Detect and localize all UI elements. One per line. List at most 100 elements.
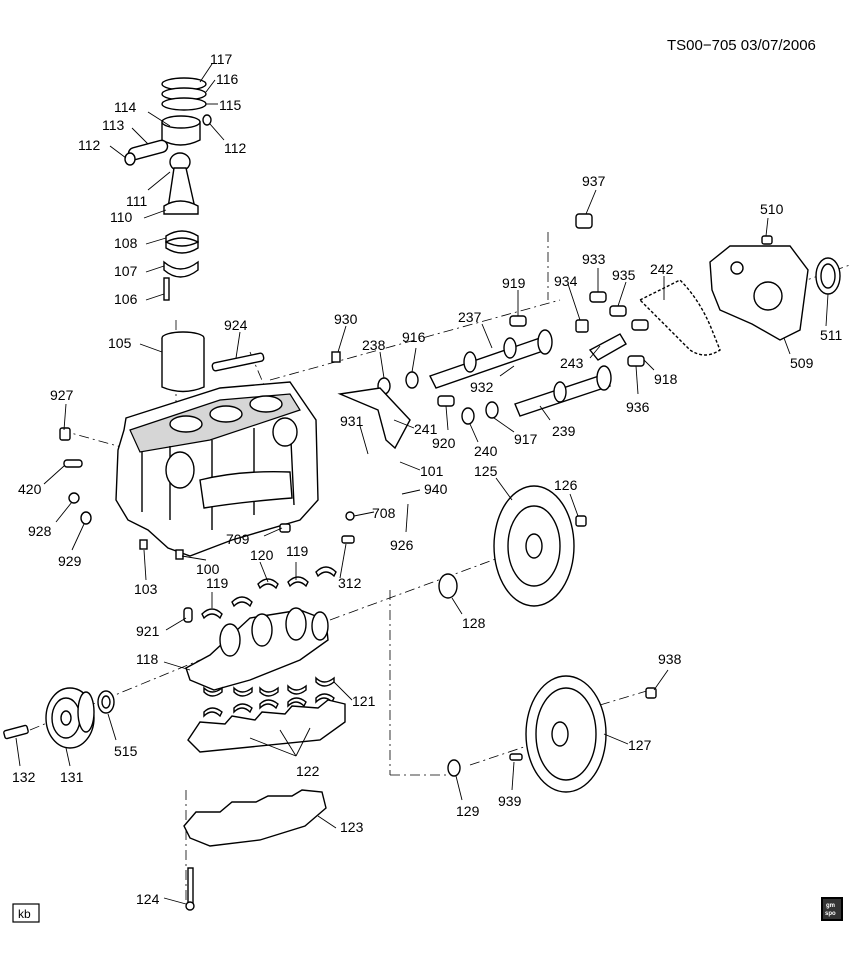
callout-243: 243	[560, 355, 584, 371]
crankshaft	[185, 607, 329, 691]
block-small-parts	[59, 351, 355, 560]
callout-515: 515	[114, 743, 138, 759]
main-bearing-shells-upper	[201, 566, 337, 620]
callout-924: 924	[224, 317, 248, 333]
dowel-pin	[211, 352, 265, 372]
callout-242: 242	[650, 261, 674, 277]
callout-107: 107	[114, 263, 138, 279]
flywheel	[525, 675, 607, 793]
callout-919: 919	[502, 275, 526, 291]
flywheel-dowel	[509, 753, 523, 761]
callout-115: 115	[219, 97, 242, 113]
callout-129: 129	[456, 803, 480, 819]
callout-117: 117	[210, 51, 233, 67]
callout-126: 126	[554, 477, 578, 493]
callout-119-left: 119	[206, 575, 229, 591]
main-bearing-caps	[187, 699, 346, 753]
callout-926: 926	[390, 537, 414, 553]
callout-116: 116	[216, 71, 239, 87]
callout-940: 940	[424, 481, 448, 497]
callout-108: 108	[114, 235, 138, 251]
callout-931: 931	[340, 413, 364, 429]
callout-511: 511	[820, 327, 843, 343]
lower-crankcase	[183, 789, 327, 847]
callout-934: 934	[554, 273, 578, 289]
callout-114: 114	[114, 99, 137, 115]
timing-bolts	[437, 213, 773, 407]
callout-113: 113	[102, 117, 125, 133]
callout-709: 709	[226, 531, 250, 547]
callout-103: 103	[134, 581, 158, 597]
crankcase-bolt	[185, 867, 195, 911]
callout-125: 125	[474, 463, 498, 479]
callout-237: 237	[458, 309, 482, 325]
balance-shaft-lower	[514, 365, 612, 417]
pilot-bearing	[447, 759, 461, 777]
callout-100: 100	[196, 561, 220, 577]
flexplate	[493, 485, 575, 607]
callout-708: 708	[372, 505, 396, 521]
callout-937: 937	[582, 173, 606, 189]
callout-131: 131	[60, 769, 84, 785]
callout-312: 312	[338, 575, 362, 591]
callout-106: 106	[114, 291, 138, 307]
callout-111: 111	[126, 193, 147, 209]
callout-928: 928	[28, 523, 52, 539]
callout-933: 933	[582, 251, 606, 267]
shaft-bearings	[377, 371, 499, 425]
callout-118: 118	[136, 651, 159, 667]
rod-cap	[163, 260, 199, 278]
callout-labels: 117 116 115 114 113 112 112 111 110 108 …	[12, 51, 843, 907]
leader-lines	[15, 63, 829, 905]
callout-930: 930	[334, 311, 358, 327]
callout-120: 120	[250, 547, 274, 563]
callout-929: 929	[58, 553, 82, 569]
callout-124: 124	[136, 891, 160, 907]
callout-916: 916	[402, 329, 426, 345]
svg-text:kb: kb	[18, 907, 31, 921]
callout-932: 932	[470, 379, 494, 395]
rod-bearing-shells	[165, 230, 199, 254]
callout-119-right: 119	[286, 543, 309, 559]
assembly-axis-lines	[29, 232, 851, 900]
callout-239: 239	[552, 423, 576, 439]
timing-chain	[638, 279, 721, 356]
callout-420: 420	[18, 481, 42, 497]
piston-rings	[161, 77, 207, 111]
logo-text-spo: spo	[825, 911, 836, 917]
engine-block	[115, 381, 319, 557]
callout-127: 127	[628, 737, 652, 753]
callout-936: 936	[626, 399, 650, 415]
timing-tensioner	[337, 333, 627, 450]
callout-122: 122	[296, 763, 320, 779]
crank-seal	[97, 690, 115, 714]
piston-pin	[124, 114, 212, 166]
callout-101: 101	[420, 463, 444, 479]
callout-123: 123	[340, 819, 364, 835]
callout-110: 110	[110, 209, 133, 225]
callout-938: 938	[658, 651, 682, 667]
callout-105: 105	[108, 335, 132, 351]
gm-spo-logo: gm spo	[821, 897, 843, 921]
callout-240: 240	[474, 443, 498, 459]
balance-shaft-upper	[429, 329, 553, 389]
connecting-rod	[163, 152, 199, 215]
callout-132: 132	[12, 769, 36, 785]
callout-918: 918	[654, 371, 678, 387]
crank-spacer	[438, 573, 458, 599]
callout-241: 241	[414, 421, 438, 437]
reference-code: TS00−705 03/07/2006	[667, 37, 816, 54]
callout-112-left: 112	[78, 137, 101, 153]
flexplate-bolt	[575, 515, 587, 527]
callout-917: 917	[514, 431, 538, 447]
front-seal	[815, 257, 841, 295]
callout-921: 921	[136, 623, 160, 639]
callout-939: 939	[498, 793, 522, 809]
callout-920: 920	[432, 435, 456, 451]
callout-238: 238	[362, 337, 386, 353]
logo-text-gm: gm	[826, 903, 835, 909]
callout-927: 927	[50, 387, 74, 403]
piston	[161, 115, 201, 146]
